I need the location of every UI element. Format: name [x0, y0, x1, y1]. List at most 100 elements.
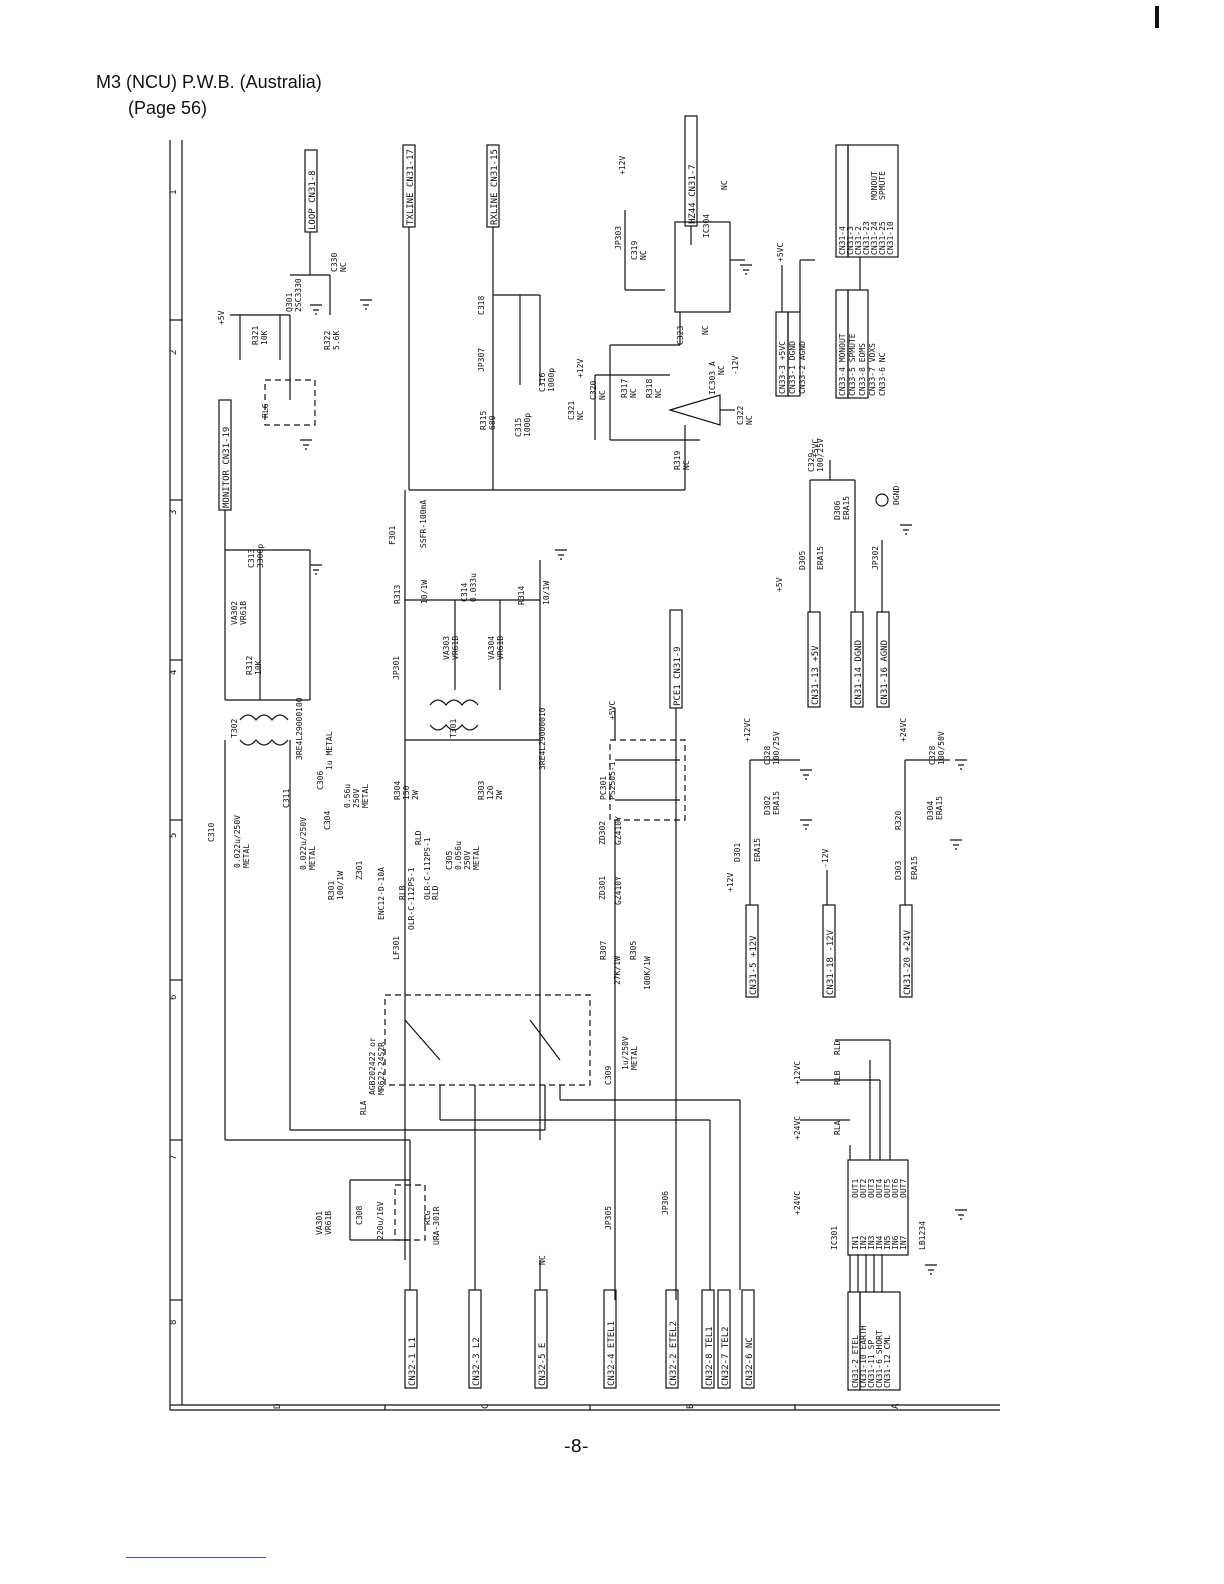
component-ref: JP307 [477, 348, 486, 372]
cn31-pin: CN31-12 CML [883, 1335, 892, 1388]
component-value: METAL [308, 846, 317, 870]
connector-cn31-5 [745, 904, 759, 998]
component-ref: C308 [355, 1206, 364, 1225]
component-value: NC [639, 250, 648, 260]
ic301-pin: OUT6 [891, 1179, 900, 1198]
connector-label: LOOP CN31-8 [308, 170, 318, 230]
cn31-pin: CN31-25 [878, 221, 887, 255]
component-ref: VA301 [315, 1211, 324, 1235]
cn31-pin: CN31-24 [870, 221, 879, 255]
power-label: +24VC [899, 718, 908, 742]
component-ref: C328 [928, 746, 937, 765]
component-value: OLR-C-112PS-1 [423, 837, 432, 900]
power-rails [749, 460, 950, 905]
connector-cn31-18 [822, 904, 836, 998]
connector-label: CN31-14 DGND [854, 640, 864, 705]
component-ref: Q301 [285, 293, 294, 312]
coil-label: RLB [833, 1070, 842, 1085]
cn31-signal: MONOUT [870, 171, 879, 200]
component-ref: C328 [763, 746, 772, 765]
component-value: VR61B [239, 601, 248, 625]
power-label: +12VC [743, 718, 752, 742]
connector-label: CN31-13 +5V [811, 645, 821, 705]
connector-label: PCE1 CN31-9 [673, 646, 683, 706]
component-value: ENC12-D-10A [377, 867, 386, 920]
component-ref: R320 [894, 811, 903, 830]
ic301-pin: IN4 [875, 1235, 884, 1250]
component-ref: C306 [316, 771, 325, 790]
component-value: NC [720, 180, 729, 190]
power-label: +12VC [793, 1061, 802, 1085]
component-ref: C322 [736, 406, 745, 425]
ic303-opamp [667, 394, 721, 426]
connector-label: CN32-2 ETEL2 [669, 1321, 679, 1386]
component-ref: R318 [645, 379, 654, 398]
component-value: METAL [472, 846, 481, 870]
cn33-pin: CN33-8 EOMS [858, 343, 867, 396]
connector-label: MONITOR CN31-19 [222, 427, 232, 508]
component-ref: R313 [393, 585, 402, 604]
component-ref: C310 [207, 823, 216, 842]
frame-tick: 6 [169, 995, 179, 1000]
ic301-pin: OUT1 [851, 1179, 860, 1198]
component-value: 3RE4L29000010 [538, 707, 547, 770]
component-value: 10K [260, 330, 269, 345]
connector-label: CN31-5 +12V [749, 935, 759, 995]
component-value: 3RE4L29000100 [295, 697, 304, 760]
power-label: +12V [576, 359, 585, 378]
ic301-pin: OUT7 [899, 1179, 908, 1198]
component-ref: JP306 [661, 1191, 670, 1215]
cn31-pin: CN31-2 [854, 226, 863, 255]
ic301-pin: IN5 [883, 1235, 892, 1250]
cn31-pin: CN31-10 [886, 221, 895, 255]
connector-cn32-1 [404, 1289, 418, 1389]
component-ref: RLA [359, 1100, 368, 1115]
connector-cn31-16 [876, 611, 890, 708]
component-value: NC [701, 325, 710, 335]
connector-cn32-8 [701, 1289, 715, 1389]
component-ref: T302 [230, 719, 239, 738]
power-label: +5V [775, 577, 784, 592]
component-value: ERA15 [842, 496, 851, 520]
frame-tick: D [273, 1404, 283, 1409]
connector-cn32-2 [665, 1289, 679, 1389]
component-value: ERA15 [910, 856, 919, 880]
component-ref: IC303 A [708, 361, 717, 395]
component-value: NC [682, 460, 691, 470]
component-value: ERA15 [816, 546, 825, 570]
component-value: GZ410Y [614, 816, 623, 845]
connector-label: CN32-3 L2 [472, 1337, 482, 1386]
component-ref: R315 [479, 411, 488, 430]
frame-tick: 7 [169, 1155, 179, 1160]
ground-symbols [300, 264, 967, 1275]
connector-label: CN31-20 +24V [903, 929, 913, 995]
ic301-pin: OUT2 [859, 1179, 868, 1198]
component-ref: C319 [630, 241, 639, 260]
frame-tick: 5 [169, 833, 179, 838]
relay-rla-area [225, 708, 740, 1300]
ic301-pin: OUT3 [867, 1179, 876, 1198]
component-value: 2SC3330 [294, 278, 303, 312]
component-ref: D306 [833, 501, 842, 520]
component-value: SSFR-100mA [419, 500, 428, 548]
component-value: 10/1W [542, 581, 551, 605]
connector-label: CN32-1 L1 [408, 1337, 418, 1386]
component-value: METAL [361, 784, 370, 808]
component-value: 0.56u [343, 784, 352, 808]
power-label: +5VC [811, 439, 820, 458]
connector-label: CN32-7 TEL2 [721, 1326, 731, 1386]
component-value: 100/1W [336, 871, 345, 900]
connector-cn31-20 [899, 904, 913, 998]
connector-label: RXLINE CN31-15 [490, 149, 500, 225]
component-ref: R301 [327, 881, 336, 900]
component-ref: C305 [445, 851, 454, 870]
component-ref: C311 [282, 789, 291, 808]
power-label: -12V [731, 356, 740, 375]
component-ref: R322 [323, 331, 332, 350]
component-value: ERA15 [935, 796, 944, 820]
component-value: 0.022u/250V [299, 817, 308, 870]
component-value: 220u/16V [376, 1201, 385, 1240]
component-ref: RLG [423, 1210, 432, 1225]
ic301-pin: OUT5 [883, 1179, 892, 1198]
wiring-bottom [349, 1085, 741, 1290]
